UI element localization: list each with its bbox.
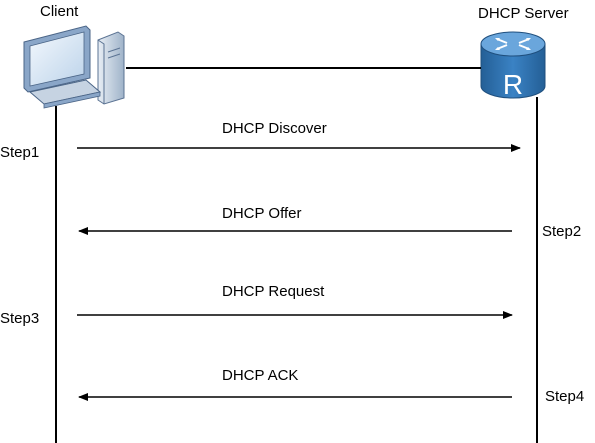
router-letter: R — [503, 69, 523, 100]
client-label: Client — [40, 3, 79, 20]
desktop-computer-icon — [23, 25, 125, 109]
server-label: DHCP Server — [478, 5, 569, 22]
step-label: Step3 — [0, 310, 39, 327]
step-label: Step2 — [542, 223, 581, 240]
message-label: DHCP Offer — [222, 205, 301, 222]
message-label: DHCP Request — [222, 283, 325, 300]
step-label: Step1 — [0, 144, 39, 161]
message-label: DHCP Discover — [222, 120, 327, 137]
message-group: DHCP Discover Step1 — [0, 120, 521, 161]
router-icon: R — [480, 31, 546, 100]
message-group: DHCP ACK Step4 — [78, 367, 584, 405]
message-label: DHCP ACK — [222, 367, 298, 384]
message-group: DHCP Offer Step2 — [78, 205, 581, 240]
message-group: DHCP Request Step3 — [0, 283, 513, 327]
step-label: Step4 — [545, 388, 584, 405]
